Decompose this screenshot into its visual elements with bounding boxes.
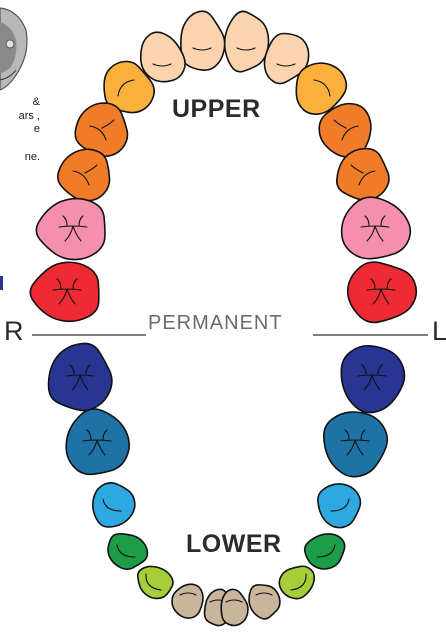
side-text-line: ne. [24, 150, 40, 163]
upper-first-premolar-right [74, 102, 129, 158]
upper-first-molar-left [340, 196, 412, 260]
upper-second-premolar-right [57, 148, 111, 202]
permanent-label: PERMANENT [148, 312, 283, 334]
lower-second-premolar-right [92, 482, 136, 528]
upper-second-molar-left [346, 261, 418, 324]
upper-second-molar-right [29, 261, 100, 323]
upper-canine-right [103, 60, 155, 114]
side-text-line: e [33, 123, 40, 135]
lower-second-molar-right [47, 342, 113, 412]
lower-first-premolar-right [107, 532, 149, 571]
lower-central-incisor-left [220, 588, 249, 627]
lower-lateral-incisor-left [248, 584, 281, 620]
lower-first-premolar-left [303, 533, 346, 570]
cropped-side-text: & ars , e ne. [0, 96, 40, 164]
upper-lateral-incisor-right [139, 31, 186, 83]
side-text-line: ars , [18, 109, 40, 122]
upper-first-premolar-left [318, 102, 372, 158]
teeth-layer [29, 10, 418, 627]
lower-canine-left [278, 565, 316, 600]
device-image-fragment [0, 7, 28, 91]
side-link-bar [0, 276, 3, 290]
lower-label: LOWER [186, 530, 282, 558]
upper-central-incisor-left [223, 10, 270, 73]
lower-first-molar-right [65, 408, 131, 476]
right-label: R [4, 316, 24, 346]
upper-central-incisor-right [180, 10, 226, 72]
lower-canine-right [136, 565, 174, 600]
upper-label: UPPER [172, 95, 261, 123]
lower-first-molar-left [322, 411, 389, 478]
lower-second-premolar-left [317, 483, 362, 529]
left-label: L [432, 316, 446, 346]
upper-canine-left [295, 62, 348, 116]
lower-lateral-incisor-right [171, 583, 204, 619]
side-text-line: & [32, 96, 40, 108]
upper-first-molar-right [35, 197, 106, 261]
lower-second-molar-left [340, 344, 406, 414]
upper-lateral-incisor-left [263, 32, 310, 85]
